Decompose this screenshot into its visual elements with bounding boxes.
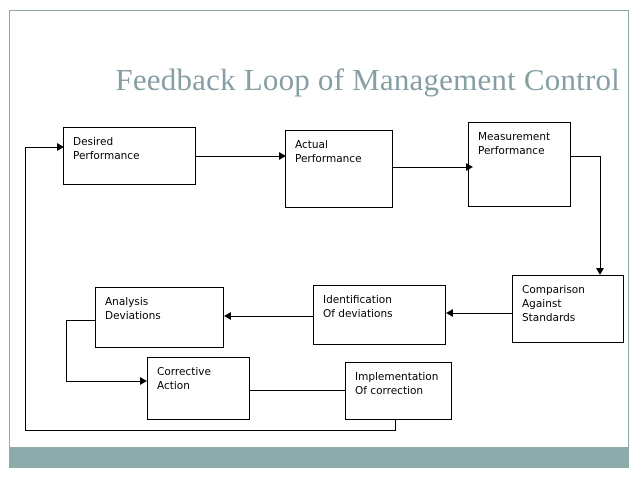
connector-corrective-to-implementation-line [250,390,346,391]
node-corrective-action[interactable]: Corrective Action [147,357,250,420]
connector-actual-to-measurement-line [393,167,468,168]
node-comparison-against-standards[interactable]: Comparison Against Standards [512,275,624,343]
connector-implementation-to-desired-segment-left [25,147,26,431]
node-desired-performance[interactable]: Desired Performance [63,127,196,185]
connector-measurement-to-comparison-segment-horizontal [571,156,601,157]
connector-desired-to-actual-line [196,156,280,157]
node-identification-of-deviations[interactable]: Identification Of deviations [313,285,446,345]
connector-analysis-to-corrective-segment-bottom [66,381,142,382]
connector-implementation-to-desired-segment-bottom [25,430,396,431]
connector-comparison-to-identification-line [452,313,512,314]
connector-measurement-to-comparison-segment-vertical [600,156,601,269]
connector-analysis-to-corrective-segment-vertical [66,320,67,381]
page-title: Feedback Loop of Management Control [115,62,620,97]
connector-analysis-to-corrective-segment-top [66,320,96,321]
connector-desired-to-actual-arrowhead [279,152,286,160]
connector-actual-to-measurement-arrowhead [466,163,473,171]
connector-implementation-to-desired-arrowhead [57,143,64,151]
connector-implementation-to-desired-segment-top [25,147,59,148]
connector-identification-to-analysis-arrowhead [224,312,231,320]
node-analysis-deviations[interactable]: Analysis Deviations [95,287,224,348]
connector-measurement-to-comparison-arrowhead [596,268,604,275]
node-implementation-of-correction[interactable]: Implementation Of correction [345,362,452,420]
accent-bar [9,447,629,468]
node-actual-performance[interactable]: Actual Performance [285,130,393,208]
node-measurement-performance[interactable]: Measurement Performance [468,122,571,207]
connector-identification-to-analysis-line [230,316,313,317]
connector-analysis-to-corrective-arrowhead [140,377,147,385]
connector-implementation-to-desired-segment-down [395,420,396,431]
connector-comparison-to-identification-arrowhead [446,309,453,317]
